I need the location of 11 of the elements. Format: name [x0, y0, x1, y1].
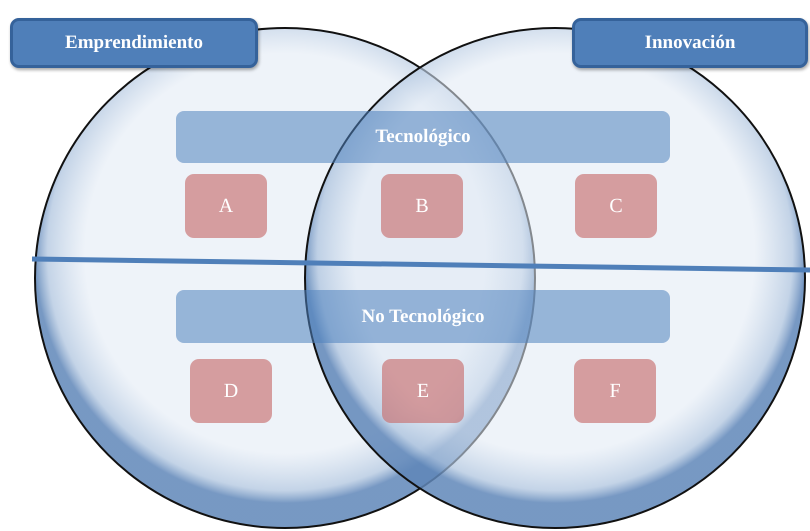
category-band: No Tecnológico [176, 290, 670, 343]
set-title-tab: Emprendimiento [10, 18, 258, 68]
venn-circle [303, 26, 807, 530]
letter-box: A [185, 174, 267, 238]
letter-box: B [381, 174, 463, 238]
letter-box: E [382, 359, 464, 423]
letter-box: F [574, 359, 656, 423]
letter-box: D [190, 359, 272, 423]
category-band: Tecnológico [176, 111, 670, 163]
letter-box: C [575, 174, 657, 238]
set-title-tab: Innovación [572, 18, 808, 68]
